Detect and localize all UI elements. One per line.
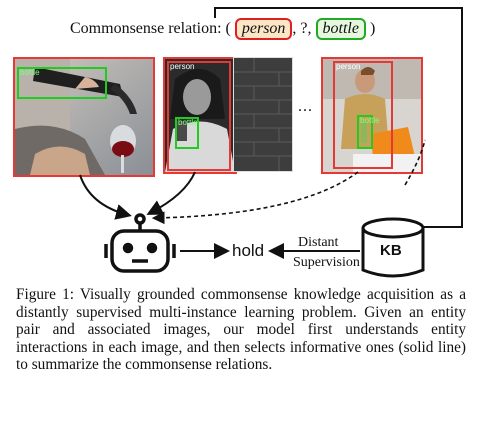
man-laptop-illustration [323, 59, 421, 172]
dashed-kb-arc [404, 139, 426, 186]
edge-label-distant: Distant [298, 235, 339, 250]
relation-unknown: ? [300, 20, 308, 37]
robot-icon [104, 213, 176, 273]
image-brick-wall [233, 57, 293, 172]
person-detection-label-3: person [336, 62, 361, 71]
person-detection-box: person [167, 61, 231, 171]
person-detection-box-3: person [333, 61, 393, 169]
predicted-relation-hold: hold [232, 241, 265, 260]
kb-feedback-line [214, 7, 463, 228]
object-tag-bottle: bottle [315, 18, 366, 40]
commonsense-relation: Commonsense relation: ( person, ?, bottl… [70, 18, 375, 40]
person-detection-label: person [170, 62, 195, 71]
relation-sep-2: , [307, 20, 312, 37]
image-pouring-wine: bottle [13, 57, 155, 177]
ellipsis: ... [298, 98, 313, 115]
bottle-detection-box: bottle [17, 67, 107, 99]
dashed-arrow-image3 [151, 171, 359, 225]
bottle-detection-box-2: bottle [175, 117, 199, 149]
subject-tag-person: person [234, 18, 293, 40]
brick-wall-illustration [234, 58, 292, 171]
kb-database-icon [361, 217, 425, 278]
bottle-detection-label-3: bottle [360, 116, 380, 125]
image-woman-phone: person bottle [163, 57, 237, 174]
woman-phone-illustration [165, 59, 235, 172]
edge-label-supervision: Supervision [293, 255, 360, 270]
kb-label: KB [380, 242, 402, 259]
bottle-detection-label: bottle [20, 68, 40, 77]
relation-sep-1: , [292, 20, 297, 37]
solid-arrow-image2 [146, 171, 196, 215]
figure-caption: Figure 1: Visually grounded commonsense … [16, 286, 466, 374]
bottle-detection-label-2: bottle [178, 118, 198, 127]
relation-prefix: Commonsense relation: [70, 20, 222, 37]
solid-arrow-image1 [79, 174, 132, 220]
bottle-detection-box-3: bottle [357, 115, 380, 149]
pouring-wine-illustration [15, 59, 153, 175]
relation-close-paren: ) [369, 20, 376, 37]
relation-open-paren: ( [225, 20, 231, 37]
image-man-laptop: person bottle [321, 57, 423, 174]
